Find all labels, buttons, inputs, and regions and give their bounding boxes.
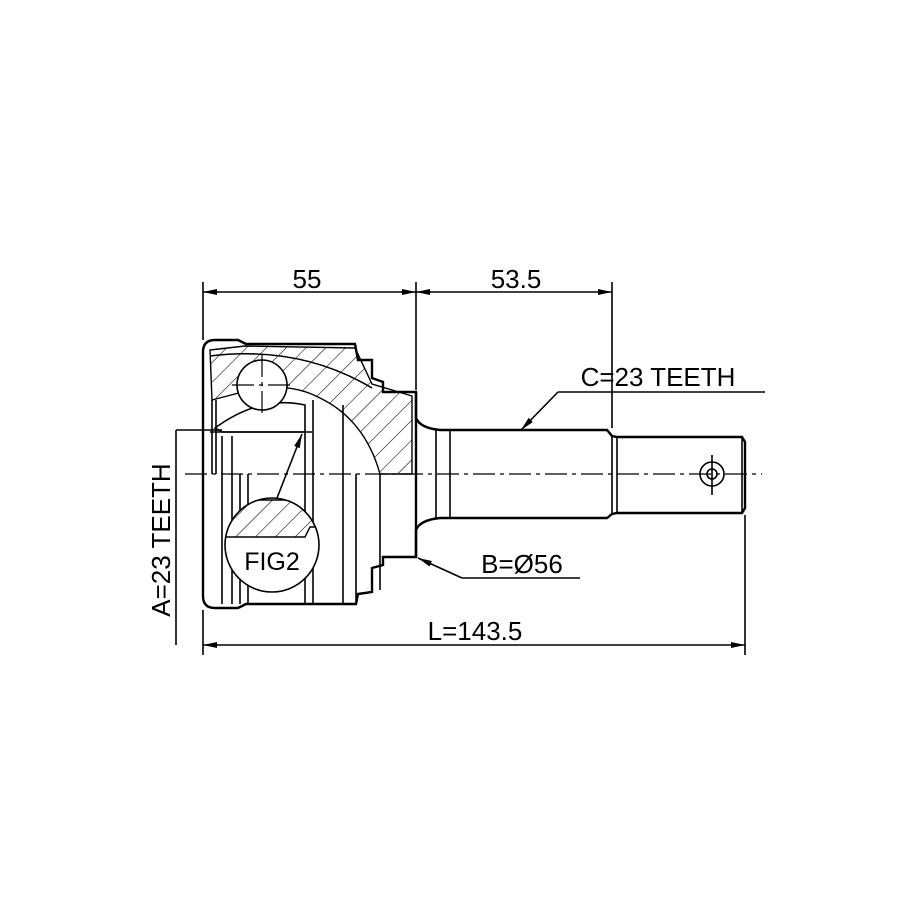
- dim-inner-spline: A=23 TEETH: [146, 429, 222, 645]
- stub-shaft: [414, 392, 747, 557]
- svg-text:A=23 TEETH: A=23 TEETH: [146, 463, 176, 616]
- dim-abs-ring: B=Ø56: [417, 549, 580, 579]
- svg-text:C=23 TEETH: C=23 TEETH: [581, 362, 736, 392]
- svg-text:B=Ø56: B=Ø56: [481, 549, 563, 579]
- dim-housing-length: 55: [202, 264, 417, 390]
- svg-text:55: 55: [293, 264, 322, 294]
- svg-text:53.5: 53.5: [491, 264, 542, 294]
- dim-total-length: L=143.5: [202, 515, 746, 655]
- outer-housing: [201, 338, 418, 610]
- svg-text:L=143.5: L=143.5: [428, 616, 523, 646]
- fig2-detail: FIG2: [224, 433, 320, 593]
- fig2-label: FIG2: [244, 548, 300, 576]
- dim-outer-spline: C=23 TEETH: [520, 362, 765, 431]
- dim-stub-length: 53.5: [416, 264, 613, 428]
